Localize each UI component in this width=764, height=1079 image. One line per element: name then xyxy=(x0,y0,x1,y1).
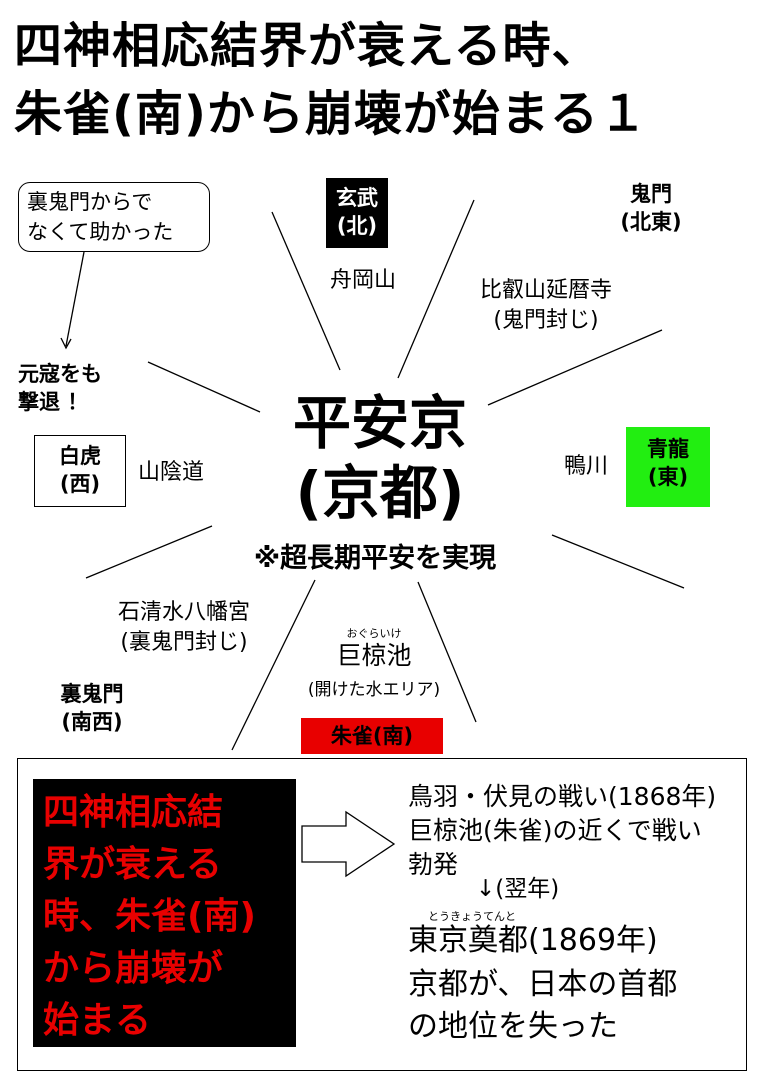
northeast-place-line-2: (鬼門封じ) xyxy=(493,308,599,333)
north-box: 玄武 (北) xyxy=(326,178,388,248)
southwest-place: 石清水八幡宮 (裏鬼門封じ) xyxy=(104,598,264,658)
red-panel: 四神相応結 界が衰える 時、朱雀(南) から崩壊が 始まる xyxy=(33,779,296,1047)
right-arrow xyxy=(301,810,396,878)
speech-bubble-line-1: 裏鬼門からで xyxy=(27,190,153,214)
red-panel-line-4: から崩壊が xyxy=(43,948,224,989)
ray-ese xyxy=(551,534,685,589)
red-panel-line-2: 界が衰える xyxy=(43,844,222,885)
speech-bubble: 裏鬼門からで なくて助かった xyxy=(18,182,210,252)
west-box: 白虎 (西) xyxy=(34,435,126,507)
east-box-line-2: (東) xyxy=(647,465,689,489)
red-panel-line-3: 時、朱雀(南) xyxy=(43,896,256,937)
ray-ne xyxy=(487,329,663,406)
history-text-6: 京都が、日本の首都 xyxy=(408,967,678,1002)
northeast-place: 比叡山延暦寺 (鬼門封じ) xyxy=(468,276,624,336)
ray-nnw xyxy=(271,211,341,371)
ray-wsw xyxy=(85,525,213,579)
southwest-place-line-2: (裏鬼門封じ) xyxy=(120,630,248,655)
history-text-3: 勃発 xyxy=(408,850,459,879)
ray-wnw xyxy=(147,361,261,413)
red-panel-line-5: 始まる xyxy=(43,1000,152,1041)
southwest-direction: 裏鬼門 (南西) xyxy=(44,680,140,736)
south-place-note: (開けた水エリア) xyxy=(307,680,441,700)
north-place: 舟岡山 xyxy=(330,268,397,293)
north-box-line-2: (北) xyxy=(336,214,378,238)
southwest-place-line-1: 石清水八幡宮 xyxy=(117,600,250,625)
history-text-5: 東京奠都(1869年) xyxy=(408,923,658,958)
speech-bubble-line-2: なくて助かった xyxy=(27,220,174,244)
ray-ssw xyxy=(231,579,316,751)
history-text-2: 巨椋池(朱雀)の近くで戦い xyxy=(408,816,702,845)
title-line-1: 四神相応結界が衰える時、 xyxy=(14,18,601,74)
history-text-4: ↓(翌年) xyxy=(476,876,560,902)
northeast-direction-line-1: 鬼門 xyxy=(630,182,672,206)
west-box-line-2: (西) xyxy=(59,472,101,496)
southwest-direction-line-2: (南西) xyxy=(61,710,123,734)
east-box-line-1: 青龍 xyxy=(647,437,689,461)
center-title: 平安京 (京都) xyxy=(260,388,500,528)
west-place: 山陰道 xyxy=(138,460,205,485)
history-text-7: の地位を失った xyxy=(408,1009,618,1044)
northeast-place-line-1: 比叡山延暦寺 xyxy=(479,278,612,303)
west-note: 元寇をも 撃退 ！ xyxy=(18,360,102,416)
center-title-line-1: 平安京 xyxy=(292,389,467,457)
history-ruby: とうきょうてんと xyxy=(428,910,516,923)
south-ruby: おぐらいけ xyxy=(346,627,402,640)
south-box: 朱雀(南) xyxy=(301,718,443,754)
history-text-1: 鳥羽・伏見の戦い(1868年) xyxy=(408,782,717,811)
ray-nne xyxy=(397,199,475,379)
east-place: 鴨川 xyxy=(564,454,609,479)
bubble-arrow xyxy=(60,251,85,350)
ray-sse xyxy=(417,581,477,723)
west-box-line-1: 白虎 xyxy=(59,444,101,468)
center-note: ※超長期平安を実現 xyxy=(253,543,497,574)
southwest-direction-line-1: 裏鬼門 xyxy=(60,682,124,706)
title-line-2: 朱雀(南)から崩壊が始まる１ xyxy=(14,86,648,142)
west-note-line-1: 元寇をも xyxy=(18,362,102,386)
red-panel-line-1: 四神相応結 xyxy=(43,792,224,833)
northeast-direction: 鬼門 (北東) xyxy=(606,180,696,236)
north-box-line-1: 玄武 xyxy=(336,186,378,210)
west-note-line-2: 撃退 ！ xyxy=(18,390,89,414)
center-title-line-2: (京都) xyxy=(295,459,465,527)
bottom-frame xyxy=(17,758,747,1071)
south-place: 巨椋池 xyxy=(336,641,412,670)
east-box: 青龍 (東) xyxy=(626,427,710,507)
northeast-direction-line-2: (北東) xyxy=(620,210,682,234)
